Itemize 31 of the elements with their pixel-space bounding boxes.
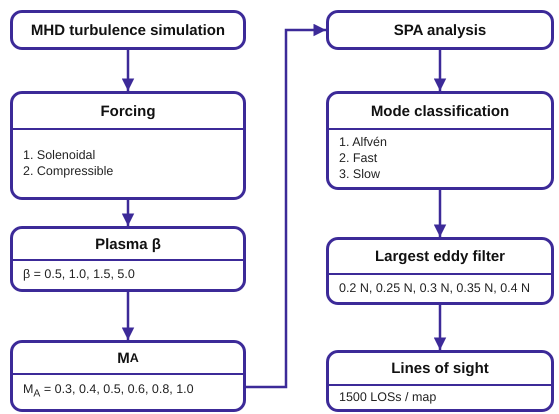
- arrow: [122, 200, 134, 226]
- process-box: [10, 91, 246, 200]
- box-heading: Mode classification: [329, 94, 551, 130]
- arrow: [122, 292, 134, 340]
- parameter-text: β = 0.5, 1.0, 1.5, 5.0: [23, 267, 136, 281]
- arrow: [434, 50, 446, 91]
- process-box: [326, 350, 554, 412]
- box-heading: MHD turbulence simulation: [30, 20, 226, 40]
- arrow: [122, 50, 134, 91]
- process-box: [326, 91, 554, 190]
- parameter-text: 2. Fast: [339, 150, 378, 164]
- arrow: [434, 305, 446, 350]
- process-box: [326, 237, 554, 305]
- process-box: [10, 10, 246, 50]
- parameter-text: 0.2 N, 0.25 N, 0.3 N, 0.35 N, 0.4 N: [339, 280, 532, 294]
- parameter-text: 3. Slow: [339, 166, 381, 180]
- process-box: [326, 10, 554, 50]
- parameter-text: M$_{A}$ = 0.3, 0.4, 0.5, 0.6, 0.8, 1.0: [23, 382, 195, 400]
- parameter-text: 2. Compressible: [23, 164, 114, 178]
- parameter-text: 1500 LOSs / map: [339, 390, 438, 404]
- parameter-text: 1. Alfvén: [339, 134, 388, 148]
- box-heading: Lines of sight: [329, 353, 551, 386]
- parameter-text: 1. Solenoidal: [23, 148, 96, 162]
- arrow: [246, 24, 326, 388]
- box-heading: Largest eddy filter: [329, 240, 551, 275]
- arrow: [434, 190, 446, 237]
- process-box: [10, 340, 246, 412]
- process-box: [10, 226, 246, 292]
- box-heading: Plasma β: [13, 229, 243, 261]
- box-heading: SPA analysis: [392, 20, 488, 40]
- box-heading: Forcing: [13, 94, 243, 130]
